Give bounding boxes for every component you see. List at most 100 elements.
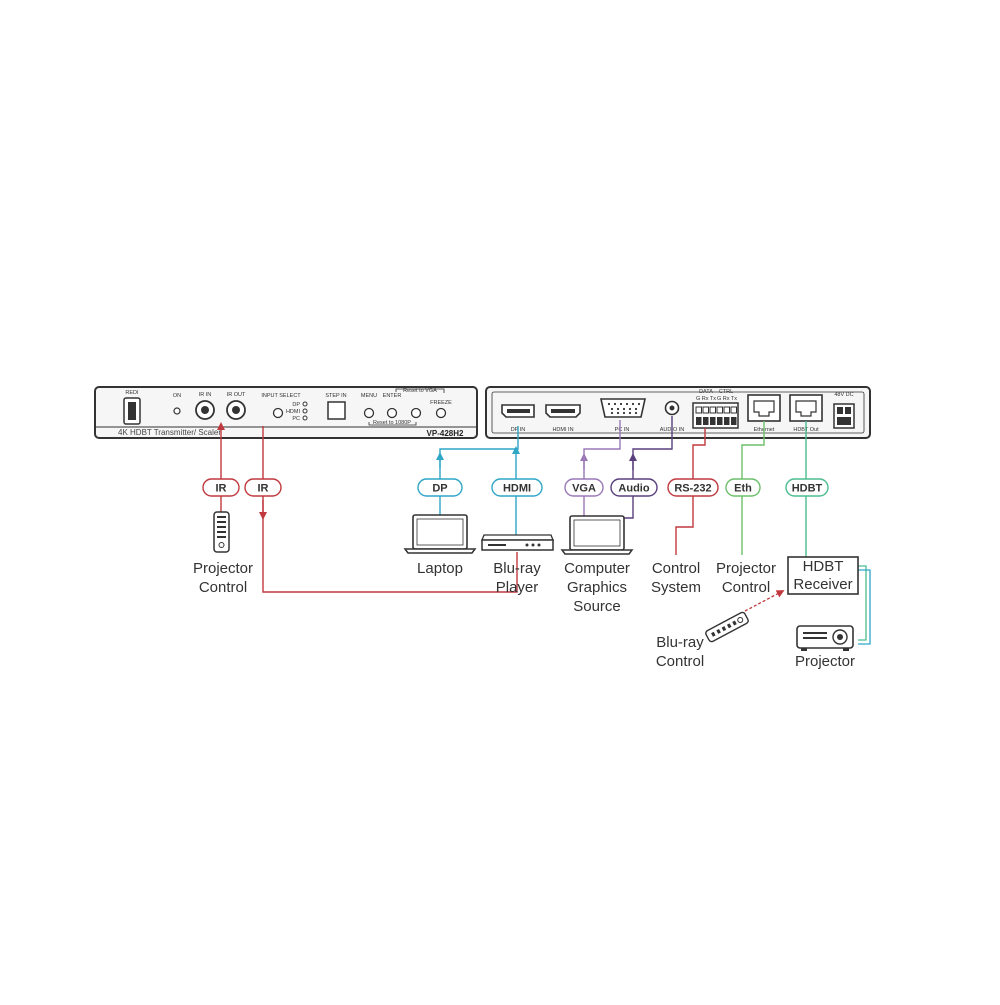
- signal-pill-ir-in: IR: [202, 478, 240, 497]
- menu-label: MENU: [361, 393, 377, 399]
- power-label: 48V DC: [834, 392, 853, 398]
- dp-cable: [439, 426, 519, 515]
- usb-label: REDI: [125, 390, 139, 396]
- svg-text:Laptop: Laptop: [417, 560, 463, 577]
- projector-icon: [796, 625, 854, 651]
- dp-port-icon: [501, 404, 535, 418]
- svg-text:DP: DP: [432, 483, 447, 495]
- caption-computer-graphics: Computer Graphics Source: [564, 560, 630, 615]
- menu-button: [363, 407, 375, 419]
- computer-laptop-icon: [560, 515, 634, 555]
- svg-text:IR: IR: [258, 483, 269, 495]
- dp-led-label: DP: [292, 402, 300, 408]
- svg-text:Receiver: Receiver: [793, 576, 852, 593]
- device-model: VP-428H2: [427, 429, 464, 438]
- svg-text:Projector: Projector: [193, 560, 253, 577]
- svg-text:Projector: Projector: [716, 560, 776, 577]
- bluray-ir-beam: [744, 590, 785, 612]
- svg-text:Projector: Projector: [795, 653, 855, 670]
- vga-port-icon: [600, 398, 646, 418]
- freeze-button: [435, 407, 447, 419]
- rj45-port-icon: [747, 394, 781, 422]
- minus-button: [410, 407, 422, 419]
- svg-text:Blu-ray: Blu-ray: [656, 634, 704, 651]
- usb-port-icon: [123, 397, 141, 425]
- signal-pill-rs232: RS-232: [667, 478, 719, 497]
- signal-pill-audio: Audio: [610, 478, 658, 497]
- svg-text:HDBT: HDBT: [792, 483, 823, 495]
- hdbt-port-icon: [789, 394, 823, 422]
- eth-cable: [741, 421, 765, 555]
- remote-icon: [213, 511, 230, 553]
- bluray-remote-icon: [705, 611, 749, 643]
- step-in-button: [327, 401, 346, 420]
- svg-text:Graphics: Graphics: [567, 579, 627, 596]
- laptop-icon: [403, 514, 477, 554]
- svg-text:Computer: Computer: [564, 560, 630, 577]
- svg-text:IR: IR: [216, 483, 227, 495]
- data-label: DATA: [699, 389, 713, 395]
- input-select-label: INPUT SELECT: [261, 393, 301, 399]
- svg-text:Source: Source: [573, 598, 621, 615]
- signal-pill-hdmi: HDMI: [491, 478, 543, 497]
- caption-bluray-player: Blu-ray Player: [493, 560, 541, 596]
- receiver-projector-cable-a: [858, 565, 867, 641]
- svg-text:RS-232: RS-232: [674, 483, 711, 495]
- hdbt-receiver-box: [787, 556, 859, 595]
- signal-pill-vga: VGA: [564, 478, 604, 497]
- caption-control-system: Control System: [651, 560, 701, 596]
- device-strip-label: 4K HDBT Transmitter/ Scaler: [118, 428, 221, 437]
- ctrl-label: CTRL: [719, 389, 733, 395]
- hdmi-port-icon: [545, 404, 581, 418]
- svg-text:Control: Control: [656, 653, 704, 670]
- reset-vga-label: Reset to VGA: [403, 388, 437, 394]
- pc-led-label: PC: [292, 416, 300, 422]
- svg-text:Blu-ray: Blu-ray: [493, 560, 541, 577]
- svg-text:HDBT: HDBT: [803, 558, 844, 575]
- terminal-block-icon: [692, 402, 739, 429]
- pc-in-label: PC IN: [615, 427, 630, 433]
- hdmi-in-label: HDMI IN: [552, 427, 573, 433]
- audio-jack-icon: [664, 400, 680, 416]
- pc-led: [302, 415, 308, 421]
- ctrl-pins-label: G Rx Tx: [717, 396, 737, 402]
- svg-text:Eth: Eth: [734, 483, 752, 495]
- caption-hdbt-receiver: HDBT Receiver: [793, 558, 852, 593]
- caption-laptop: Laptop: [417, 560, 463, 577]
- data-pins-label: G Rx Tx: [696, 396, 716, 402]
- svg-text:Control: Control: [652, 560, 700, 577]
- svg-text:HDMI: HDMI: [503, 483, 531, 495]
- ir-in-label: IR IN: [199, 392, 212, 398]
- on-label: ON: [173, 393, 181, 399]
- power-connector-icon: [833, 403, 855, 429]
- svg-text:Player: Player: [496, 579, 539, 596]
- input-select-button: [272, 407, 284, 419]
- hdmi-led: [302, 408, 308, 414]
- svg-text:System: System: [651, 579, 701, 596]
- hdmi-led-label: HDMI: [286, 409, 301, 415]
- enter-label: ENTER: [383, 393, 402, 399]
- front-panel: REDI ON IR IN IR OUT INPUT SELECT DP HDM…: [94, 386, 478, 439]
- signal-pill-dp: DP: [417, 478, 463, 497]
- caption-projector-control-right: Projector Control: [716, 560, 776, 596]
- bluray-player-icon: [481, 534, 554, 551]
- signal-pill-hdbt: HDBT: [785, 478, 829, 497]
- dp-led: [302, 401, 308, 407]
- reset-1080p-label: Reset to 1080P: [373, 420, 411, 426]
- step-in-label: STEP IN: [325, 393, 346, 399]
- caption-bluray-control: Blu-ray Control: [656, 634, 704, 670]
- caption-projector-control-left: Projector Control: [193, 560, 253, 596]
- rear-panel: DP IN HDMI IN PC IN AUDIO IN DATA CTRL G…: [485, 386, 871, 439]
- on-led: [173, 407, 181, 415]
- receiver-projector-cable-b: [858, 569, 871, 645]
- caption-projector: Projector: [795, 653, 855, 670]
- svg-text:Control: Control: [199, 579, 247, 596]
- ir-out-label: IR OUT: [227, 392, 246, 398]
- ir-in-port-icon: [195, 400, 215, 420]
- svg-text:Audio: Audio: [618, 483, 649, 495]
- svg-text:Control: Control: [722, 579, 770, 596]
- ir-out-port-icon: [226, 400, 246, 420]
- svg-text:VGA: VGA: [572, 483, 596, 495]
